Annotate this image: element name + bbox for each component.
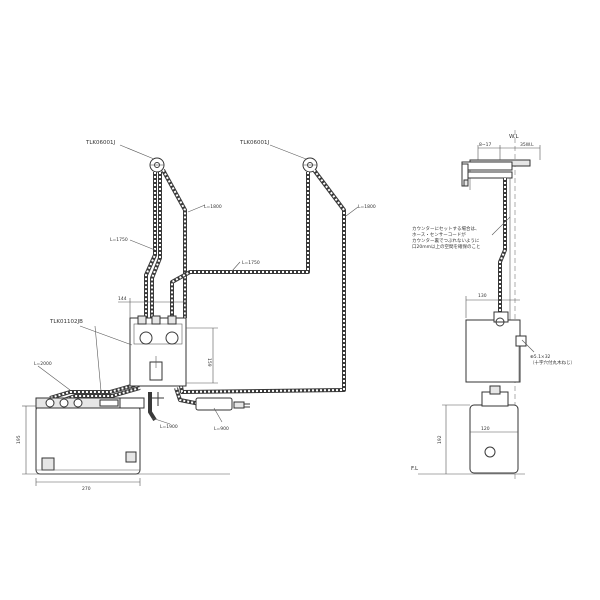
dim-192: 192 — [437, 435, 443, 444]
counter-note: カウンターにセットする場合は、 ホース・センサーコードが カウンター裏でつぶれな… — [412, 225, 481, 250]
dim-130: 130 — [478, 293, 487, 299]
counter-note-line-4: 口20mm以上の空間を確保のこと — [412, 243, 481, 250]
faucet-head-left — [149, 157, 165, 173]
counter-note-line-1: カウンターにセットする場合は、 — [412, 225, 480, 232]
faucet-spout-side — [461, 161, 513, 187]
dim-35wl: 35W.L — [520, 142, 534, 148]
counter-note-line-3: カウンター裏でつぶれないように — [412, 237, 480, 244]
counter-note-line-2: ホース・センサーコードが — [412, 231, 466, 238]
faucet-model-left-label: TLK06001J — [85, 140, 116, 146]
screw-note-label: （十字穴付丸木ねじ） — [530, 359, 575, 366]
tank-side — [469, 385, 519, 474]
length-label-1800-b: L=1800 — [358, 204, 376, 210]
floor-level-label: F.L — [411, 466, 419, 472]
power-adapter — [195, 397, 250, 411]
piping-layout-view — [22, 144, 359, 486]
dim-270: 270 — [82, 486, 91, 492]
dim-195: 195 — [16, 435, 22, 444]
controller-box — [129, 315, 187, 387]
length-label-1750-a: L=1750 — [110, 237, 128, 243]
length-label-1750-b: L=1750 — [242, 260, 260, 266]
faucet-model-right-label: TLK06001J — [239, 140, 270, 146]
dim-8-17: 8~17 — [479, 142, 491, 148]
length-label-2000: L=2000 — [34, 361, 52, 367]
faucet-head-right — [302, 157, 318, 173]
dim-144: 144 — [118, 296, 127, 302]
controller-side — [465, 311, 527, 383]
water-tank — [35, 397, 145, 475]
dim-159: 159 — [206, 358, 212, 367]
screw-spec-label: ⊕5.1×32 — [530, 354, 551, 360]
dim-120: 120 — [481, 426, 490, 432]
length-label-1800-a: L=1800 — [204, 204, 222, 210]
hose-lines — [49, 168, 346, 422]
length-label-1900: L=1900 — [160, 424, 178, 430]
length-label-900: L=900 — [214, 426, 229, 432]
water-level-label: W.L — [509, 134, 520, 140]
controller-model-label: TLK01102JB — [49, 319, 83, 325]
side-elevation-view — [418, 130, 541, 480]
